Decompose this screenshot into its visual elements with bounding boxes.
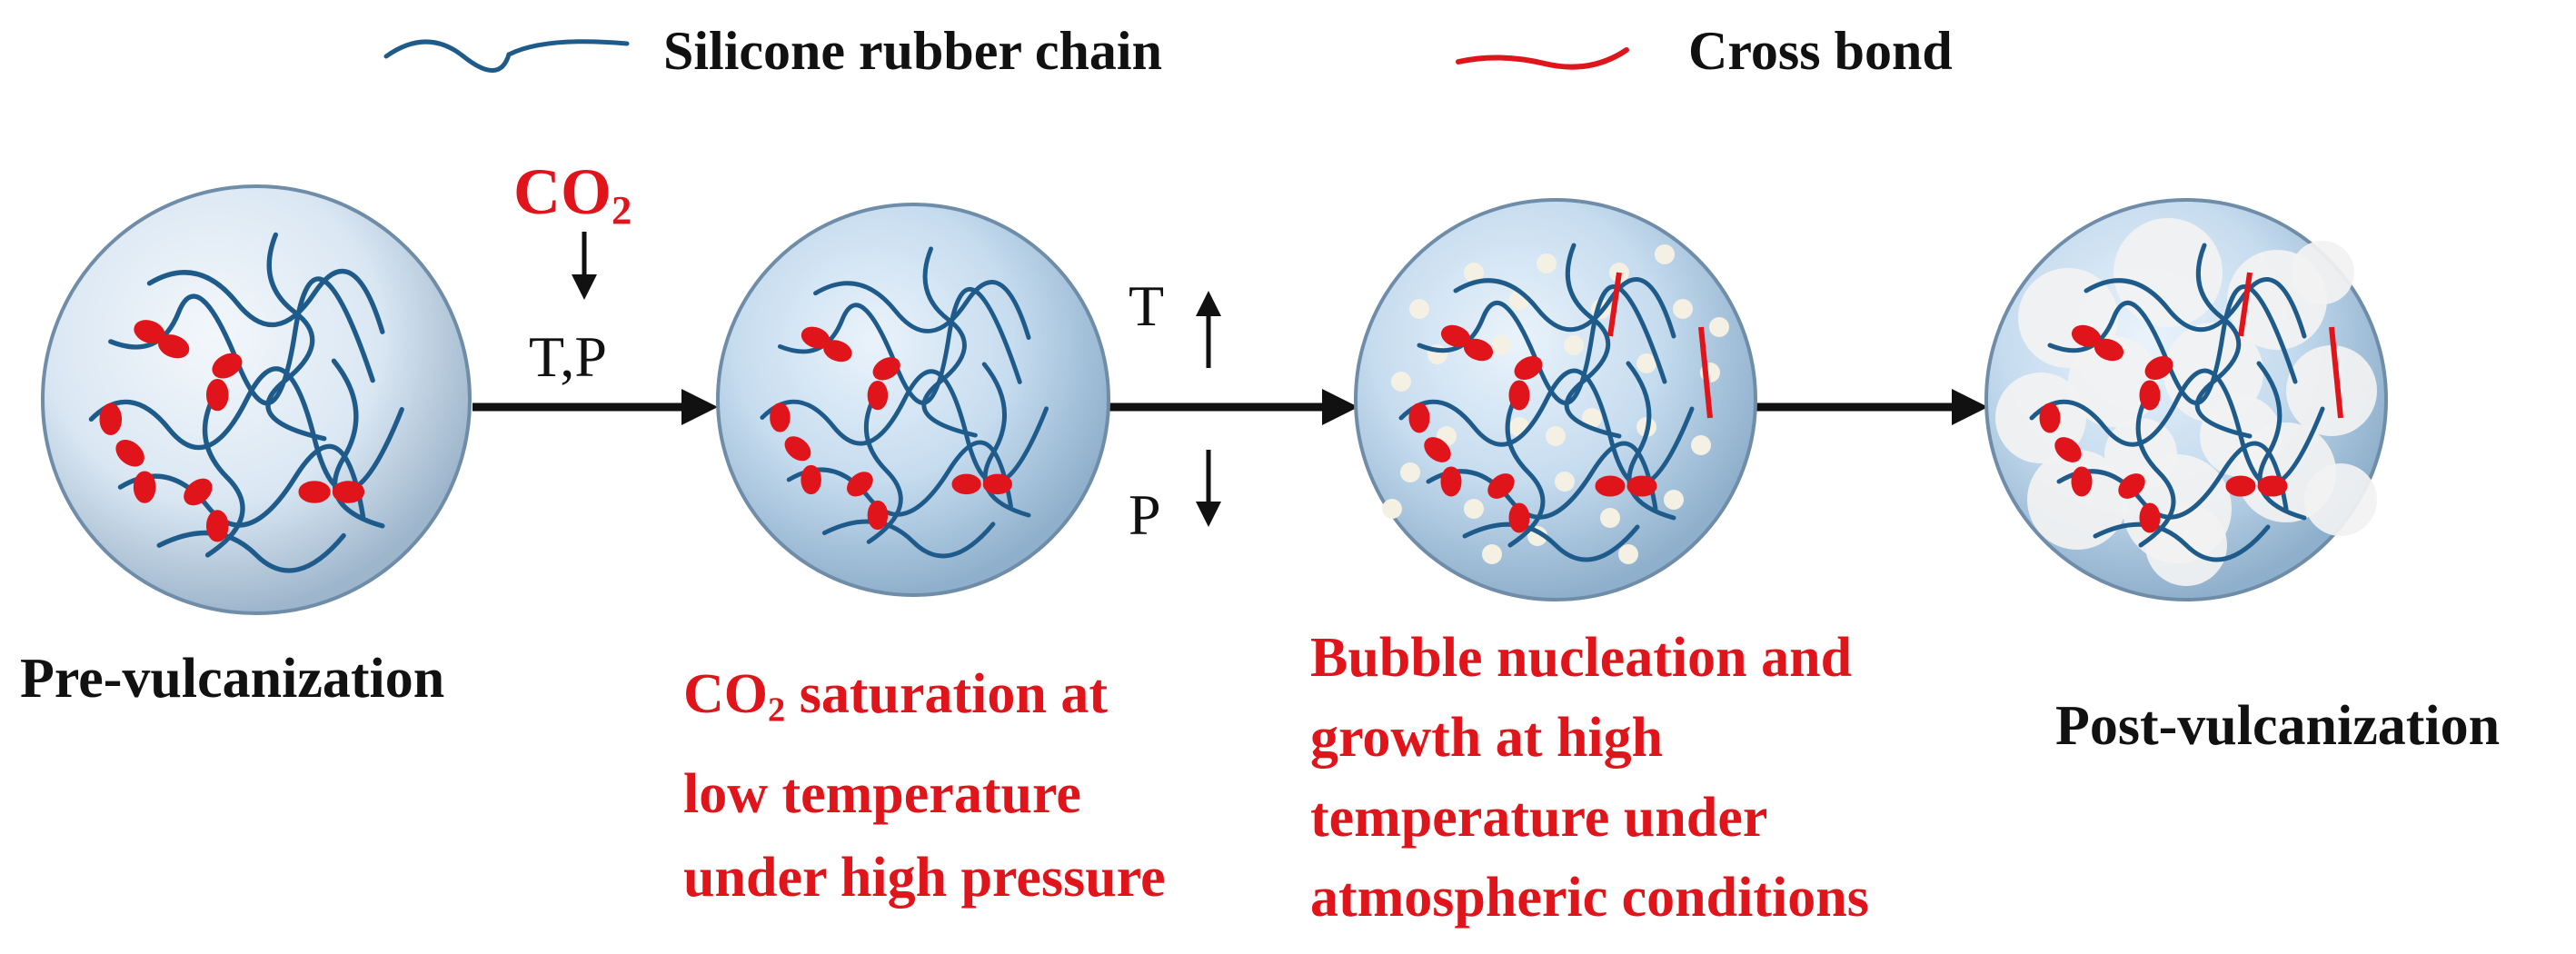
bubble-large: [2304, 463, 2377, 536]
tp-label: T,P: [529, 324, 607, 389]
bubble-nucleation-label: Bubble nucleation and growth at high tem…: [1310, 618, 1869, 938]
bubble-small: [1555, 472, 1575, 492]
bubble-small: [1582, 408, 1602, 428]
nucleation-line1: Bubble nucleation and: [1310, 627, 1853, 689]
bubble-large: [2286, 345, 2377, 436]
cross-bond-extra: [2238, 272, 2253, 337]
nucleation-line2: growth at high: [1310, 707, 1664, 769]
nucleation-line4: atmospheric conditions: [1310, 867, 1869, 929]
bubble-small: [1655, 244, 1675, 264]
co2-down-arrow-head: [572, 274, 597, 300]
legend-cross-sample: [1456, 47, 1629, 70]
bubble-small: [1409, 299, 1429, 319]
bubble-small: [1400, 462, 1420, 482]
bubble-small: [1464, 263, 1484, 283]
legend-chain-label: Silicone rubber chain: [663, 21, 1162, 81]
arrow-1-head: [681, 389, 718, 425]
saturation-line3: under high pressure: [683, 846, 1166, 909]
bubble-small: [1382, 499, 1402, 519]
bubble-small: [1600, 508, 1620, 528]
legend-chain-sample: [383, 39, 630, 73]
bubble-small: [1673, 299, 1693, 319]
bubble-large: [2114, 218, 2223, 327]
bubble-small: [1691, 435, 1711, 455]
saturation-line1: CO2 saturation at: [683, 652, 1166, 752]
co2-subscript: 2: [612, 187, 632, 234]
cross-bond-extra: [1607, 272, 1622, 337]
co2-saturation-label: CO2 saturation at low temperature under …: [683, 652, 1166, 919]
bubble-small: [1537, 253, 1557, 273]
saturation-co2-sub: 2: [768, 691, 786, 730]
bubble-small: [1464, 499, 1484, 519]
bubble-small: [1491, 335, 1511, 355]
arrow-2-head: [1322, 389, 1358, 425]
bubble-small: [1709, 317, 1729, 337]
post-vulcanization-label: Post-vulcanization: [2055, 695, 2501, 757]
bubble-small: [1391, 372, 1411, 392]
bubble-small: [1618, 544, 1638, 564]
co2-main: CO: [513, 155, 612, 228]
bubble-small: [1546, 426, 1566, 446]
cross-bond-extra: [1698, 326, 1713, 419]
p-down-arrow-head: [1196, 502, 1221, 527]
nucleation-line3: temperature under: [1310, 787, 1768, 849]
saturation-line2: low temperature: [683, 762, 1081, 825]
bubble-large: [2291, 241, 2354, 304]
bubble-small: [1636, 353, 1656, 373]
temperature-label: T: [1129, 273, 1165, 338]
arrow-3-head: [1952, 389, 1988, 425]
bubble-small: [1564, 335, 1584, 355]
legend-cross-label: Cross bond: [1688, 21, 1953, 81]
bubble-large: [2068, 336, 2159, 427]
pre-vulcanization-label: Pre-vulcanization: [20, 648, 445, 710]
saturation-line1-rest: saturation at: [785, 663, 1108, 725]
co2-input-label: CO2: [513, 154, 632, 234]
bubble-small: [1664, 490, 1684, 510]
pressure-label: P: [1129, 482, 1161, 547]
cross-bond-extra: [2329, 326, 2343, 419]
bubble-small: [1482, 544, 1502, 564]
saturation-co2: CO: [683, 663, 768, 725]
t-up-arrow-head: [1196, 291, 1221, 316]
